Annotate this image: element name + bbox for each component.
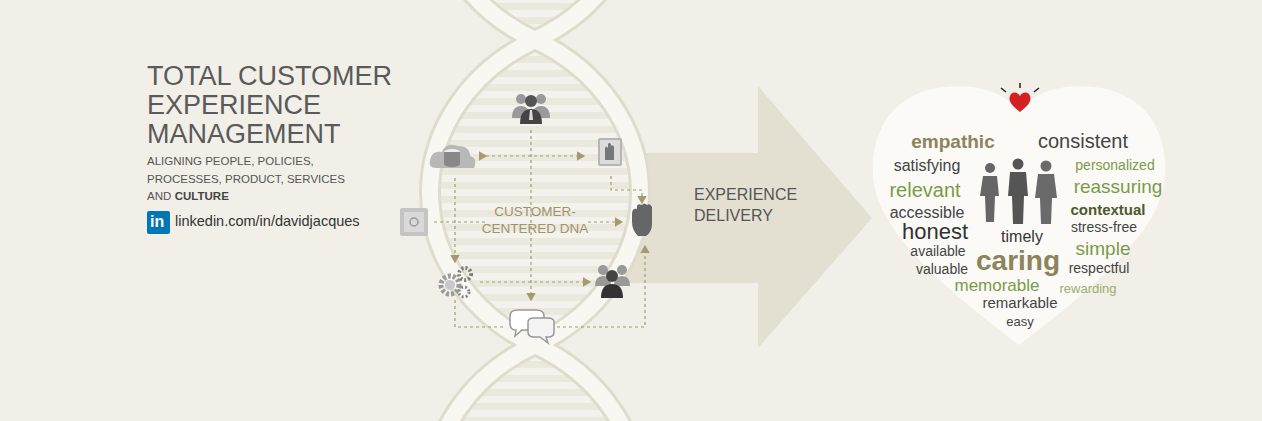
fist-icon [632, 204, 652, 237]
linkedin-logo: in [147, 211, 170, 234]
fist [632, 204, 652, 237]
quality-word: respectful [1069, 261, 1130, 275]
quality-word: valuable [916, 262, 968, 276]
quality-word: accessible [890, 205, 965, 221]
subtitle: ALIGNING PEOPLE, POLICIES, PROCESSES, PR… [147, 153, 359, 206]
page [600, 140, 620, 164]
quality-word: easy [1006, 315, 1033, 328]
safe-door [404, 212, 424, 232]
quality-word: relevant [889, 180, 960, 200]
body [601, 284, 623, 298]
people-icon [512, 94, 550, 124]
heart-shape [873, 86, 1165, 345]
head [525, 95, 537, 107]
quality-word: caring [976, 247, 1060, 275]
quality-word: memorable [954, 277, 1039, 294]
quality-word: timely [1001, 229, 1043, 245]
head [1041, 161, 1052, 172]
dashed-link [557, 246, 645, 327]
quality-word: contextual [1070, 202, 1145, 217]
cloud [430, 145, 476, 168]
dashed-link [434, 221, 485, 222]
quality-word: satisfying [894, 158, 961, 174]
policy-book-icon [598, 138, 622, 166]
quality-word: simple [1076, 239, 1131, 258]
body [520, 109, 542, 124]
node-text: EXPERIENCE DELIVERY [694, 184, 819, 226]
sparkle-lines [1001, 83, 1039, 92]
gear [459, 268, 471, 280]
gear [441, 276, 459, 294]
quality-word: reassuring [1074, 177, 1163, 196]
dashed-link [480, 281, 590, 282]
quality-word: empathic [911, 132, 994, 151]
safe-icon [400, 208, 428, 236]
dashed-link [455, 300, 505, 327]
gear [445, 280, 455, 290]
chat-icon [510, 310, 554, 343]
head [985, 163, 995, 173]
dashed-link [486, 155, 584, 156]
tie [529, 110, 533, 120]
helix-loop [430, 345, 640, 421]
cloud-database-icon [430, 145, 476, 168]
head [606, 270, 618, 282]
database [444, 161, 460, 167]
title: TOTAL CUSTOMER EXPERIENCE MANAGEMENT [147, 62, 447, 149]
helix-loop [430, 40, 640, 345]
gears-icon [441, 268, 471, 297]
head [598, 265, 608, 275]
profile-link: linkedin.com/in/davidjacques [175, 213, 360, 229]
safe [400, 208, 428, 236]
head [516, 94, 526, 104]
people-silhouettes [980, 159, 1057, 225]
book [598, 138, 622, 166]
dashed-link [588, 221, 622, 222]
dashed-link [454, 178, 455, 262]
quality-word: consistent [1038, 131, 1128, 151]
gear [459, 287, 469, 297]
helix-strand [430, 345, 640, 421]
arrow-shape [610, 86, 872, 348]
head [617, 265, 627, 275]
head [1013, 159, 1024, 170]
quality-word: honest [902, 221, 968, 243]
dial [410, 218, 418, 226]
hand [605, 143, 614, 160]
dashed-link [611, 176, 642, 203]
quality-word: stress-free [1071, 220, 1137, 234]
dna-helix [430, 0, 640, 421]
subtitle-emphasis: CULTURE [175, 190, 229, 202]
helix-strand [430, 40, 640, 345]
quality-word: available [910, 244, 965, 258]
center-label: CUSTOMER- CENTERED DNA [475, 203, 595, 237]
team-icon [595, 265, 630, 298]
quality-word: rewarding [1059, 282, 1116, 295]
head [536, 94, 546, 104]
speech-bubble [528, 318, 554, 343]
quality-word: remarkable [982, 295, 1057, 310]
quality-word: personalized [1075, 158, 1154, 172]
logo-text: in [150, 212, 164, 232]
